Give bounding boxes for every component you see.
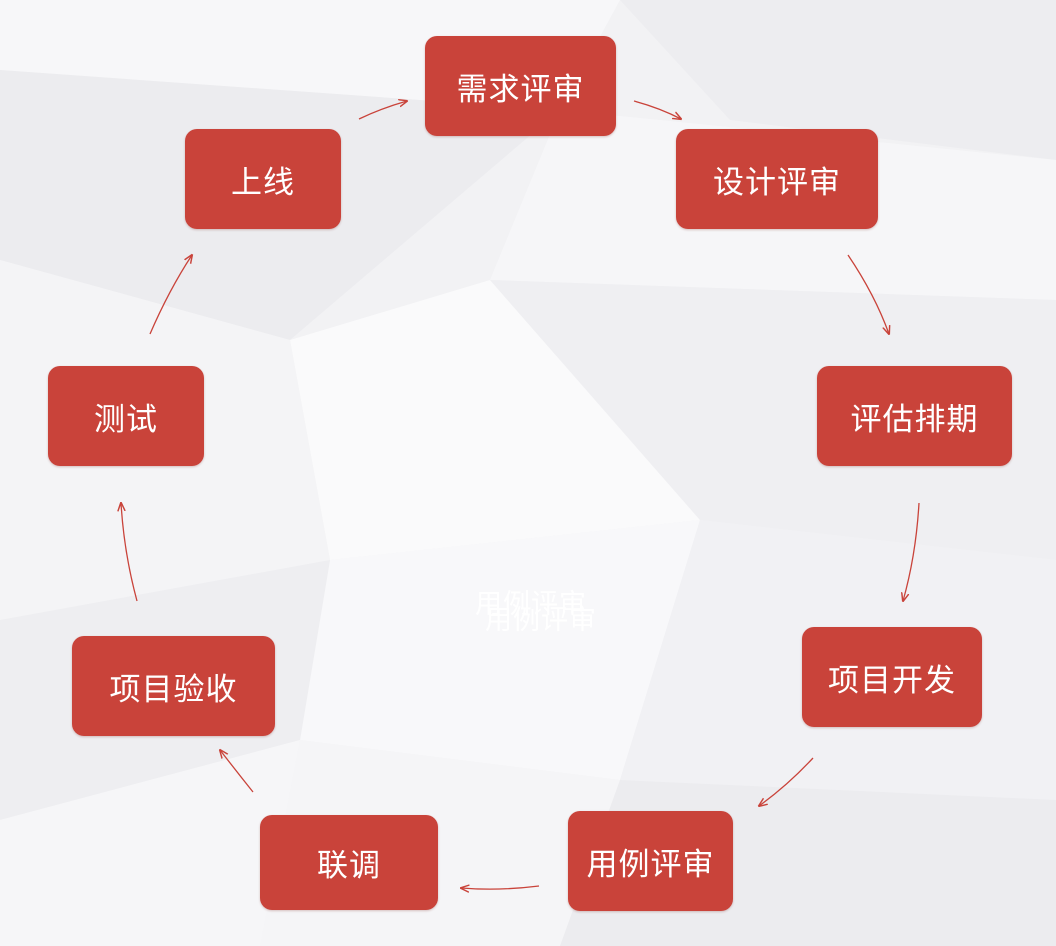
- arrow-estimate-to-dev: [903, 502, 920, 601]
- arrow-release-to-req: [358, 101, 407, 120]
- arrow-case-to-joint: [461, 886, 540, 889]
- arrow-req-to-design: [633, 100, 681, 119]
- stage-project-acceptance[interactable]: 项目验收: [72, 636, 275, 736]
- stage-label: 项目开发: [828, 662, 956, 699]
- ghost-label-shadow: 用例评审: [485, 605, 597, 636]
- arrow-design-to-estimate: [847, 254, 889, 334]
- arrow-test-to-release: [149, 255, 192, 335]
- stage-label: 用例评审: [586, 846, 715, 883]
- arrow-dev-to-case: [759, 757, 814, 806]
- stage-joint-debugging[interactable]: 联调: [260, 815, 438, 910]
- stage-testing[interactable]: 测试: [48, 366, 204, 466]
- stage-project-development[interactable]: 项目开发: [802, 627, 982, 727]
- stage-label: 测试: [94, 401, 158, 438]
- stage-estimate-schedule[interactable]: 评估排期: [817, 366, 1012, 466]
- stage-label: 上线: [231, 164, 295, 201]
- stage-label: 评估排期: [850, 401, 979, 438]
- stage-label: 项目验收: [109, 671, 238, 708]
- stage-label: 联调: [317, 848, 381, 884]
- arrow-joint-to-accept: [220, 750, 254, 793]
- stage-requirement-review[interactable]: 需求评审: [425, 36, 616, 136]
- arrow-accept-to-test: [121, 503, 138, 602]
- stage-release[interactable]: 上线: [185, 129, 341, 229]
- stage-label: 需求评审: [456, 71, 585, 108]
- stage-label: 设计评审: [713, 164, 841, 201]
- stage-case-review[interactable]: 用例评审: [568, 811, 733, 911]
- ghost-label: 用例评审: [475, 589, 587, 620]
- stage-design-review[interactable]: 设计评审: [676, 129, 878, 229]
